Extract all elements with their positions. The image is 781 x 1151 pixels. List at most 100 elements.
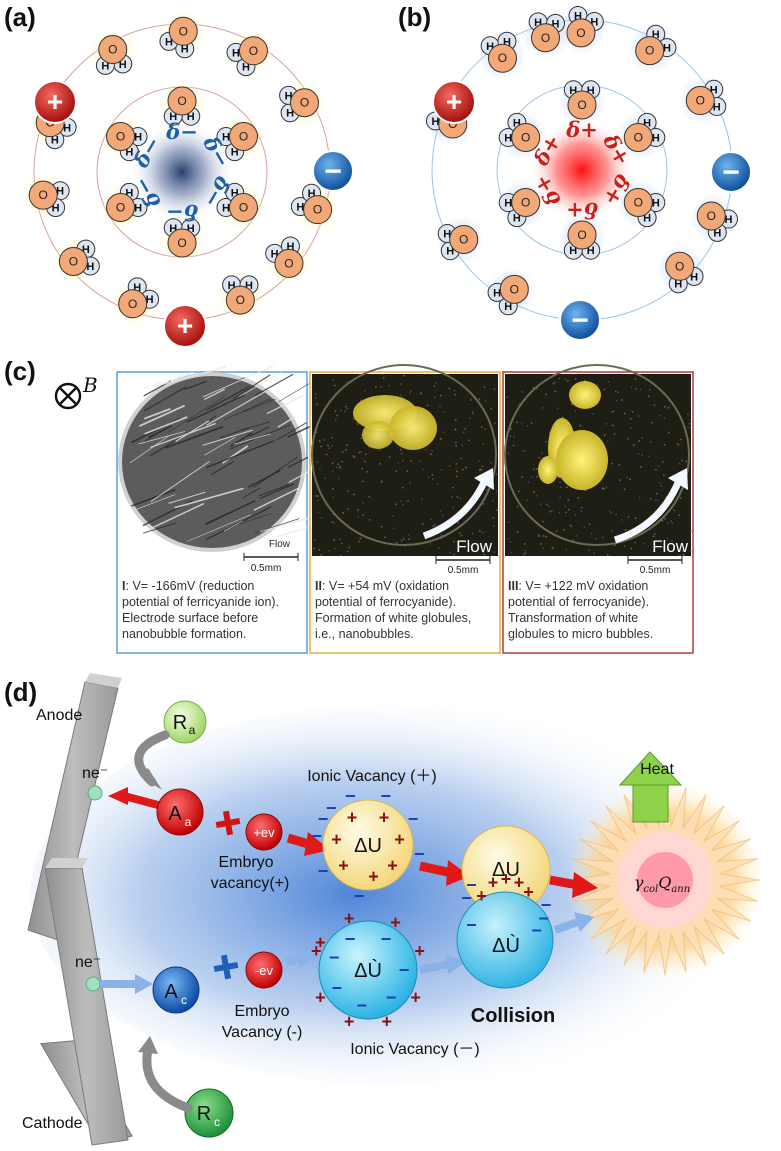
cathode-label: Cathode bbox=[22, 1115, 83, 1132]
oxygen-label: O bbox=[116, 201, 125, 215]
caption-I-line1: I: V= -166mV (reduction bbox=[122, 579, 254, 593]
vacancy-sphere-minus: ΔÙ +++++++++−−−−−−−− bbox=[311, 908, 425, 1031]
caption-III-line2: potential of ferrocyanide). bbox=[508, 595, 649, 609]
svg-text:+: + bbox=[47, 86, 63, 117]
charge-sign: − bbox=[386, 988, 397, 1008]
oxygen-label: O bbox=[177, 94, 186, 108]
field-label-b: B bbox=[82, 373, 98, 397]
hydrogen-label: H bbox=[169, 223, 177, 235]
charge-sign: + bbox=[315, 933, 326, 953]
svg-text:c: c bbox=[214, 1115, 220, 1129]
hydrogen-label: H bbox=[133, 282, 141, 294]
water-molecule: HHO bbox=[263, 236, 312, 285]
oxygen-label: O bbox=[116, 130, 125, 144]
micrograph-I: Flow 0.5mm I: V= -166mV (reduction poten… bbox=[116, 364, 330, 654]
hydrogen-label: H bbox=[231, 147, 239, 159]
delta-label: δ+ bbox=[566, 198, 599, 223]
svg-text:−: − bbox=[571, 304, 589, 337]
svg-text:ΔU: ΔU bbox=[354, 835, 382, 857]
hydrogen-label: H bbox=[713, 101, 721, 113]
caption-I-line3: Electrode surface before bbox=[122, 611, 258, 625]
hydrogen-label: H bbox=[713, 227, 721, 239]
ion-minus-right-b: − bbox=[710, 151, 752, 193]
oxygen-label: O bbox=[675, 259, 684, 273]
hydrogen-label: H bbox=[286, 108, 294, 120]
caption-II-line3: Formation of white globules, bbox=[315, 611, 471, 625]
water-molecule: HHO bbox=[616, 112, 666, 160]
oxygen-label: O bbox=[645, 44, 654, 58]
hydrogen-label: H bbox=[245, 280, 253, 292]
charge-sign: − bbox=[356, 995, 367, 1015]
collision-pair: ΔU ΔÙ −−−−−−+++++ Collision bbox=[456, 825, 555, 1027]
oxygen-label: O bbox=[577, 98, 586, 112]
charge-sign: + bbox=[331, 829, 342, 849]
svg-text:−: − bbox=[324, 155, 342, 188]
magnetic-field-symbol: B bbox=[54, 373, 98, 410]
caption-III-line3: Transformation of white bbox=[508, 611, 638, 625]
svg-text:vacancy(+): vacancy(+) bbox=[211, 875, 290, 892]
water-molecule: HHO bbox=[679, 76, 728, 124]
hydrogen-label: H bbox=[232, 47, 240, 59]
micrograph-II: Flow 0.5mm II: V= +54 mV (oxidation pote… bbox=[309, 364, 501, 654]
electron-anode: ne⁻ bbox=[82, 765, 108, 801]
svg-text:+: + bbox=[177, 310, 193, 341]
cathode-electrode: Cathode bbox=[22, 858, 133, 1146]
plus-sign-blue bbox=[213, 954, 239, 980]
water-molecule: HHO bbox=[22, 171, 71, 220]
charge-sign: − bbox=[326, 798, 337, 818]
hydrogen-label: H bbox=[725, 214, 733, 226]
hydrogen-label: H bbox=[134, 202, 142, 214]
hydrogen-label: H bbox=[652, 198, 660, 210]
scale-label-III: 0.5mm bbox=[640, 565, 671, 576]
heat-arrow: Heat bbox=[618, 751, 683, 823]
hydrogen-label: H bbox=[146, 294, 154, 306]
oxygen-label: O bbox=[634, 196, 643, 210]
heat-label: Heat bbox=[640, 761, 674, 778]
svg-text:−: − bbox=[722, 156, 740, 189]
panel-d: (d) γcolQann Heat Anode Cathode bbox=[4, 673, 763, 1146]
charge-sign: − bbox=[408, 809, 419, 829]
hydrogen-label: H bbox=[652, 29, 660, 41]
caption-II-line4: i.e., nanobubbles. bbox=[315, 627, 414, 641]
flow-label-III: Flow bbox=[652, 537, 689, 556]
charge-sign: − bbox=[414, 844, 425, 864]
charge-sign: + bbox=[344, 1012, 355, 1032]
oxygen-label: O bbox=[510, 282, 519, 296]
water-molecule: HHO bbox=[498, 112, 548, 160]
hydrogen-label: H bbox=[569, 245, 577, 257]
hydrogen-label: H bbox=[308, 188, 316, 200]
reactant-Ra: R a bbox=[163, 700, 207, 744]
charge-sign: + bbox=[476, 886, 487, 906]
ionic-vacancy-plus-label: Ionic Vacancy (＋) bbox=[307, 768, 437, 785]
panel-c-label: (c) bbox=[4, 356, 36, 386]
charge-sign: − bbox=[531, 921, 542, 941]
hydrogen-label: H bbox=[504, 132, 512, 144]
svg-text:A: A bbox=[168, 803, 182, 825]
water-molecule: HHO bbox=[99, 114, 148, 162]
svg-text:+: + bbox=[446, 86, 462, 117]
hydrogen-label: H bbox=[86, 261, 94, 273]
ion-plus-left-b: + bbox=[432, 80, 476, 124]
charge-sign: − bbox=[381, 929, 392, 949]
charge-sign: − bbox=[381, 786, 392, 806]
reactant-Rc: R c bbox=[184, 1088, 234, 1138]
oxygen-label: O bbox=[459, 232, 468, 246]
plus-sign-red bbox=[215, 810, 241, 836]
hydrogen-label: H bbox=[493, 287, 501, 299]
water-molecule: HHO bbox=[290, 183, 340, 232]
water-molecule: HHO bbox=[99, 182, 148, 230]
scale-label-I: 0.5mm bbox=[251, 563, 282, 574]
svg-text:Vacancy (-): Vacancy (-) bbox=[222, 1024, 303, 1041]
water-molecule: HHO bbox=[52, 236, 101, 285]
hydrogen-label: H bbox=[228, 280, 236, 292]
oxygen-label: O bbox=[498, 51, 507, 65]
hydrogen-label: H bbox=[56, 186, 64, 198]
svg-text:c: c bbox=[181, 993, 187, 1007]
